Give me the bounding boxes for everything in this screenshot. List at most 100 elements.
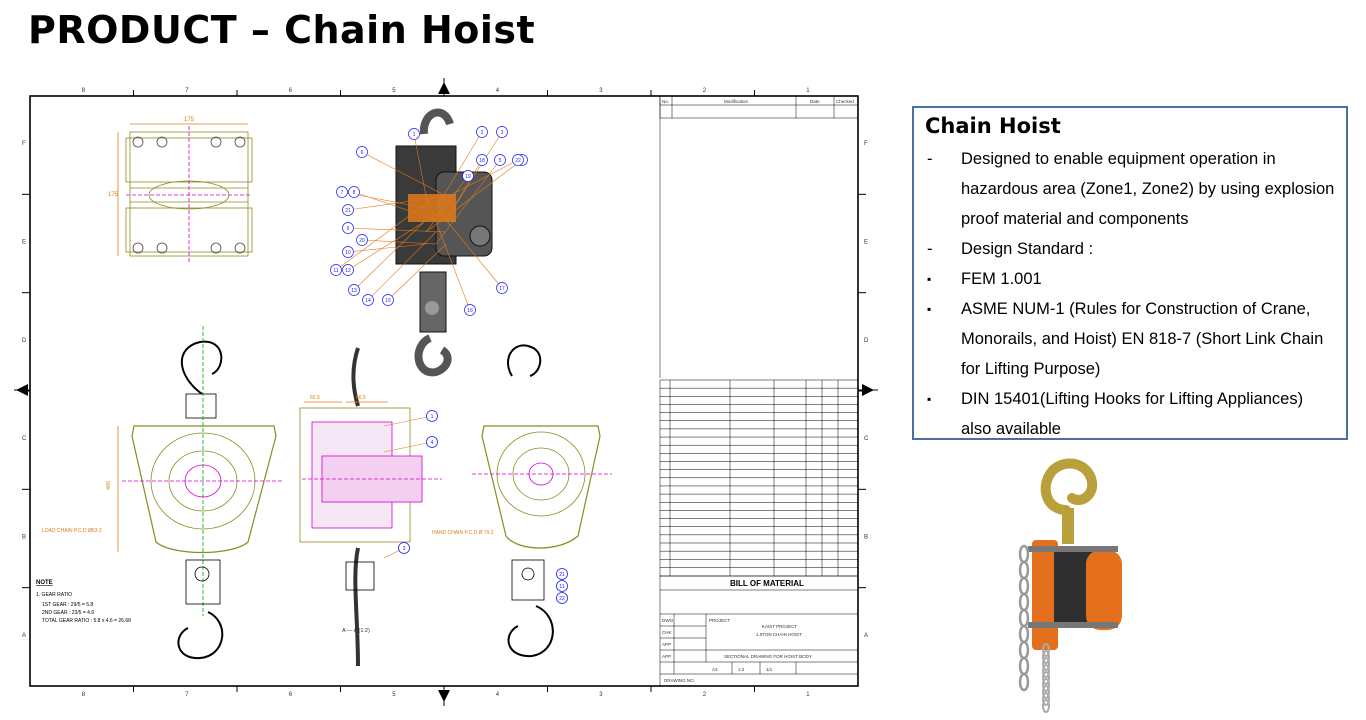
info-item-text: Design Standard :: [961, 240, 1094, 258]
tb-dwg-no: DRAWING NO.: [664, 678, 695, 683]
chain-link: [1042, 664, 1050, 678]
left-height-dim: 175: [108, 192, 119, 198]
note-line: 1ST GEAR : 29/5 = 5.8: [42, 602, 93, 608]
bolt: [234, 242, 246, 254]
tb-size: A3: [712, 667, 718, 672]
chain-link: [1042, 671, 1050, 685]
square-bullet-icon: ▪: [927, 302, 932, 316]
info-item: -Design Standard :: [925, 234, 1336, 264]
callout-number: 20: [359, 238, 365, 244]
callout-leader: [347, 227, 447, 233]
info-title: Chain Hoist: [925, 114, 1061, 138]
callout-balloon: [462, 170, 474, 182]
section-view: 143: [299, 347, 442, 667]
chain-link: [1018, 544, 1030, 564]
callout-leader: [383, 415, 433, 427]
callout-number: 1: [413, 132, 416, 138]
callout-number: 21: [345, 208, 351, 214]
isometric-hoist: 12345678910111213141516171819202122: [330, 108, 528, 377]
chain-link: [1018, 576, 1030, 596]
zone-letter: A: [864, 633, 868, 639]
tb-row-label: APP: [662, 654, 671, 659]
square-bullet-icon: ▪: [927, 392, 932, 406]
top-width-dim: 175: [184, 117, 195, 123]
zone-letter: C: [22, 436, 27, 442]
chain-link: [1042, 657, 1050, 671]
callout-balloon: [512, 154, 524, 166]
callout-leader: [425, 195, 471, 311]
rev-no: No.: [662, 99, 669, 104]
callout-number: 12: [345, 268, 351, 274]
callout-balloon: [382, 294, 394, 306]
page-title: PRODUCT – Chain Hoist: [28, 8, 536, 52]
chain-link: [1042, 699, 1050, 713]
callout-leader: [347, 207, 447, 271]
callout-number: 3: [403, 546, 406, 552]
zone-number: 7: [185, 692, 189, 698]
callout-balloon: [426, 410, 438, 422]
bolt: [156, 136, 168, 148]
center-marks: [14, 78, 878, 706]
callout-leader: [413, 133, 427, 197]
callout-leader: [347, 243, 427, 253]
callout-balloon: [336, 186, 348, 198]
callout-balloon: [556, 568, 568, 580]
rev-chk: Checked: [836, 99, 854, 104]
zone-number: 1: [806, 692, 810, 698]
chain-link: [1042, 643, 1050, 657]
callout-number: 4: [431, 440, 434, 446]
info-box: Chain Hoist -Designed to enable equipmen…: [912, 106, 1348, 440]
callout-balloon: [476, 154, 488, 166]
callout-leader: [347, 195, 447, 211]
top-view: [117, 123, 253, 262]
callout-balloon: [476, 126, 488, 138]
callout-leader: [387, 243, 447, 301]
callout-number: 17: [499, 286, 505, 292]
callout-balloon: [556, 592, 568, 604]
title-block: [659, 575, 859, 687]
square-bullet-icon: ▪: [927, 272, 932, 286]
side-right-dim: 66.5: [356, 395, 366, 401]
callout-balloon: [356, 146, 368, 158]
callout-number: 2: [481, 130, 484, 136]
callout-leader: [425, 159, 519, 209]
tb-row-label: DWN: [662, 618, 673, 623]
chain-hoist-photo: [1018, 458, 1122, 713]
chain-link: [1018, 640, 1030, 660]
callout-balloon: [362, 294, 374, 306]
callout-leader: [425, 175, 469, 233]
callout-number: 11: [559, 584, 564, 590]
info-item-text: ASME NUM-1 (Rules for Construction of Cr…: [961, 300, 1324, 378]
zone-number: 5: [392, 88, 396, 94]
zone-letter: A: [22, 633, 26, 639]
front-view: [117, 326, 284, 660]
note-line: 1. GEAR RATIO: [36, 592, 72, 598]
zone-number: 6: [289, 692, 293, 698]
zone-number: 3: [599, 692, 603, 698]
tb-project-name: KAIST PROJECT: [762, 624, 797, 629]
callout-number: 10: [345, 250, 351, 256]
callout-number: 22: [515, 158, 521, 164]
zone-number: 7: [185, 88, 189, 94]
chain-link: [1042, 650, 1050, 664]
callout-balloon: [464, 304, 476, 316]
chain-link: [1042, 678, 1050, 692]
bom-heading: BILL OF MATERIAL: [730, 579, 804, 588]
zone-number: 8: [82, 88, 86, 94]
callout-number: 21: [559, 572, 565, 578]
tb-scale: 1:2: [738, 667, 745, 672]
callout-leader: [361, 239, 437, 245]
load-chain-label: LOAD CHAIN P.C.D Ø63.3: [42, 528, 102, 534]
tb-project-label: PROJECT: [709, 618, 730, 623]
zone-number: 3: [599, 88, 603, 94]
callout-leader: [383, 441, 433, 453]
callout-leader: [353, 191, 437, 221]
chain-link: [1018, 624, 1030, 644]
bolt: [210, 136, 222, 148]
zone-letter: C: [864, 436, 869, 442]
hand-chain-label: HAND CHAIN P.C.D Ø 79.2: [432, 530, 494, 536]
callout-leader: [435, 159, 501, 245]
bolt: [156, 242, 168, 254]
callout-number: 6: [361, 150, 364, 156]
